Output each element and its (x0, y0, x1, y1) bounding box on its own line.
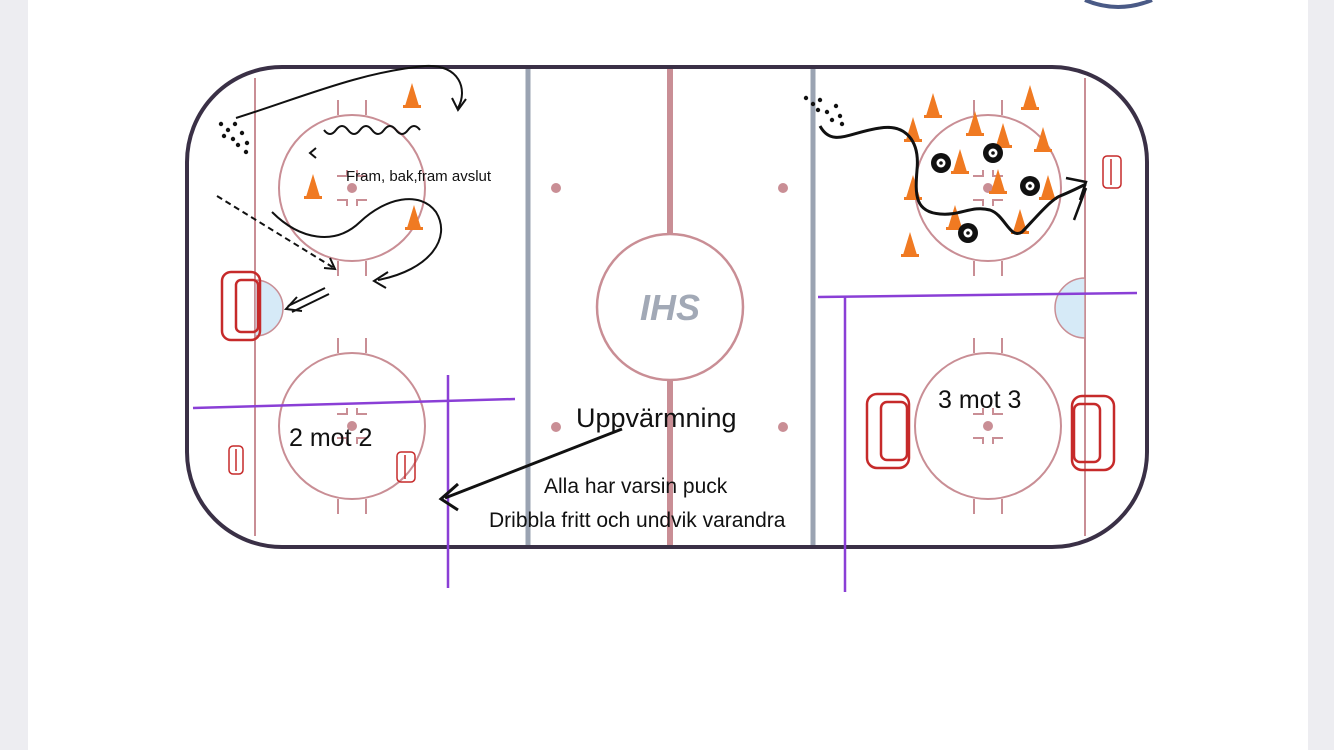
drill-paths-left (216, 64, 467, 313)
faceoff-dot (551, 183, 561, 193)
drill-path-right (818, 125, 1088, 236)
label-alla-har-puck: Alla har varsin puck (544, 475, 728, 498)
player-group-left (218, 121, 250, 155)
corner-logo-fragment (1084, 0, 1153, 9)
zone-dividers (192, 291, 1138, 592)
crease-left (254, 279, 284, 337)
faceoff-dot (778, 183, 788, 193)
page-margin-left (0, 0, 28, 750)
label-fram-bak: Fram, bak,fram avslut (346, 168, 492, 185)
goal-small-left (228, 445, 244, 475)
center-circle (595, 232, 745, 382)
faceoff-circle-top-left (278, 100, 426, 276)
faceoff-circle-bottom-right (914, 338, 1062, 514)
faceoff-dot (551, 422, 561, 432)
goal-3v3-left (865, 392, 911, 470)
goal-left-main (220, 270, 262, 342)
faceoff-dot (778, 422, 788, 432)
label-3-mot-3: 3 mot 3 (938, 386, 1021, 414)
label-uppvarmning: Uppvärmning (576, 403, 737, 433)
faceoff-circle-bottom-left (278, 338, 426, 514)
label-2-mot-2: 2 mot 2 (289, 424, 372, 452)
goal-3v3-right (1070, 394, 1116, 472)
goal-small-2v2 (396, 451, 416, 483)
player-group-right (803, 95, 845, 127)
goal-small-right-top (1102, 155, 1122, 189)
page-margin-right (1308, 0, 1334, 750)
warmup-arrow (438, 427, 623, 512)
label-dribbla: Dribbla fritt och undvik varandra (489, 509, 786, 532)
center-logo: IHS (640, 287, 700, 328)
